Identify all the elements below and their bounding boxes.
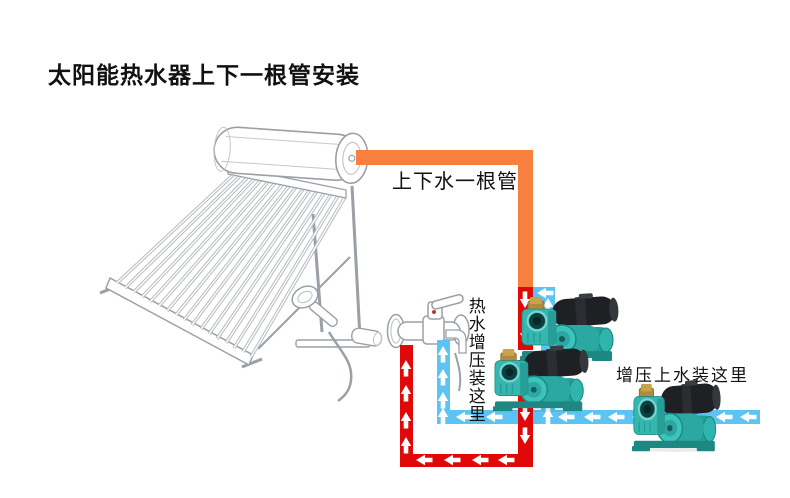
page-title: 太阳能热水器上下一根管安装	[48, 62, 360, 88]
label-hot-water-booster: 热水增压装这里	[465, 297, 485, 423]
label-supply-booster: 增压上水装这里	[616, 366, 749, 385]
shower-head-sketch	[291, 285, 383, 402]
label-single-pipe: 上下水一根管	[392, 171, 518, 193]
single-pipe-riser	[518, 150, 533, 287]
pump-photo-background	[504, 350, 533, 360]
mixer-faucet-sketch	[386, 294, 470, 392]
single-pipe-horizontal	[356, 150, 533, 165]
hot-booster-pump-2-image	[492, 342, 591, 413]
hot-pipe-bottom-horizontal	[400, 454, 533, 467]
hot-pipe-faucet-riser	[400, 345, 413, 467]
hot-indicator-dot	[432, 310, 436, 314]
solar-heater-sketch	[99, 126, 371, 369]
heater-tank	[213, 126, 369, 185]
